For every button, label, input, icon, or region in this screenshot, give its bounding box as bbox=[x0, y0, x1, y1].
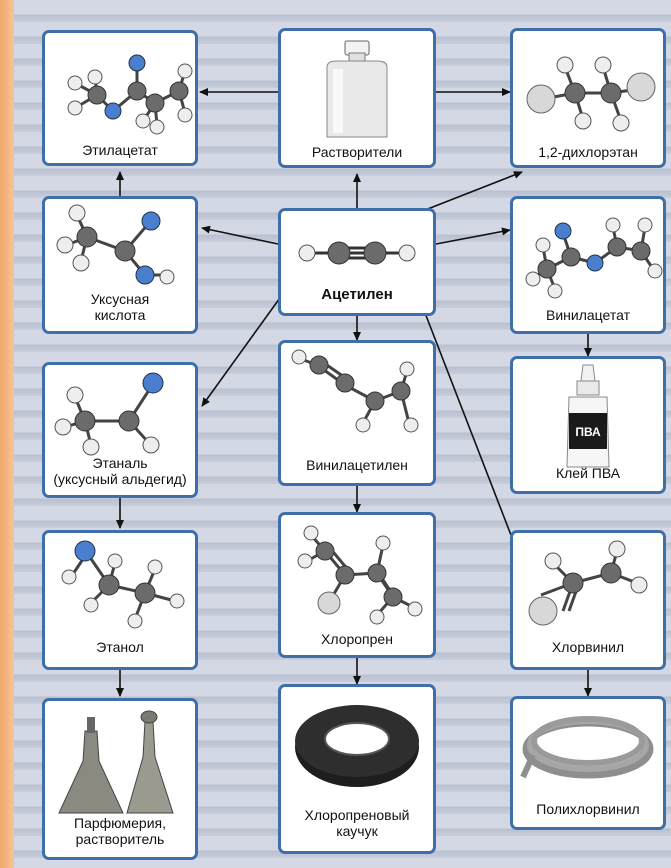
page-edge-band bbox=[0, 0, 14, 868]
node-vinyl-acetate: Винилацетат bbox=[510, 196, 666, 334]
pva-glue-label: Клей ПВА bbox=[555, 465, 621, 481]
node-chloroprene: Хлоропрен bbox=[278, 512, 436, 658]
perfume-bottles-icon bbox=[58, 710, 174, 814]
arrow-acetylene-vinylacetate bbox=[435, 227, 511, 245]
tire-icon bbox=[295, 705, 419, 787]
node-solvents: Растворители bbox=[278, 28, 436, 168]
ethyl-acetate-label: Этилацетат bbox=[82, 142, 158, 158]
arrow-acetylene-dichloroethane bbox=[419, 171, 523, 213]
ethanol-molecule-icon bbox=[61, 540, 185, 629]
polyvinyl-chloride-label: Полихлорвинил bbox=[536, 801, 640, 817]
vinylacetylene-molecule-icon bbox=[291, 349, 419, 433]
solvent-bottle-icon bbox=[326, 40, 388, 138]
node-perfumery: Парфюмерия, растворитель bbox=[42, 698, 198, 860]
node-dichloroethane: 1,2-дихлорэтан bbox=[510, 28, 666, 168]
node-ethanal: Этаналь (уксусный альдегид) bbox=[42, 362, 198, 498]
node-polyvinyl-chloride: Полихлорвинил bbox=[510, 696, 666, 830]
acetic-acid-molecule-icon bbox=[56, 204, 175, 285]
chloroprene-molecule-icon bbox=[297, 525, 423, 625]
node-vinyl-chloride: Хлорвинил bbox=[510, 530, 666, 670]
node-ethanol: Этанол bbox=[42, 530, 198, 670]
perfumery-label: Парфюмерия, растворитель bbox=[74, 815, 166, 847]
hose-coil-icon bbox=[520, 716, 654, 779]
node-acetic-acid: Уксусная кислота bbox=[42, 196, 198, 334]
ethanal-label: Этаналь (уксусный альдегид) bbox=[53, 455, 187, 487]
vinyl-acetate-label: Винилацетат bbox=[546, 307, 630, 323]
ethanal-molecule-icon bbox=[54, 372, 164, 456]
vinyl-chloride-molecule-icon bbox=[528, 540, 648, 626]
dichloroethane-label: 1,2-дихлорэтан bbox=[538, 144, 638, 160]
acetylene-molecule-icon bbox=[298, 241, 416, 265]
acetic-acid-label: Уксусная кислота bbox=[90, 291, 150, 323]
solvents-label: Растворители bbox=[311, 144, 403, 160]
arrow-acetylene-vinylchloride bbox=[419, 299, 517, 549]
node-vinylacetylene: Винилацетилен bbox=[278, 340, 436, 486]
pva-glue-bottle-icon: ПВА bbox=[566, 364, 610, 468]
vinyl-acetate-molecule-icon bbox=[525, 217, 663, 299]
node-chloroprene-rubber: Хлоропреновый каучук bbox=[278, 684, 436, 854]
vinylacetylene-label: Винилацетилен bbox=[306, 457, 408, 473]
ethanol-label: Этанол bbox=[96, 639, 144, 655]
chloroprene-rubber-label: Хлоропреновый каучук bbox=[304, 807, 410, 839]
arrow-acetylene-aceticacid bbox=[201, 225, 279, 245]
node-ethyl-acetate: Этилацетат bbox=[42, 30, 198, 166]
node-pva-glue: ПВА Клей ПВА bbox=[510, 356, 666, 494]
node-acetylene: Ацетилен bbox=[278, 208, 436, 316]
pva-bottle-label: ПВА bbox=[575, 425, 601, 439]
ethyl-acetate-molecule-icon bbox=[67, 54, 193, 135]
vinyl-chloride-label: Хлорвинил bbox=[551, 639, 625, 655]
arrow-acetylene-ethanal bbox=[201, 283, 291, 407]
acetylene-label: Ацетилен bbox=[321, 286, 393, 303]
chloroprene-label: Хлоропрен bbox=[321, 631, 393, 647]
dichloroethane-molecule-icon bbox=[526, 56, 656, 132]
